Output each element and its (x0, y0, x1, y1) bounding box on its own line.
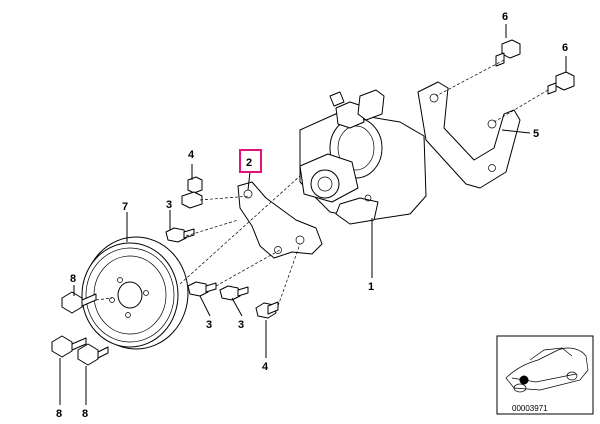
callout-8-right[interactable]: 8 (82, 408, 88, 420)
callout-8-left[interactable]: 8 (56, 408, 62, 420)
callout-4-upper[interactable]: 4 (188, 149, 195, 161)
location-marker-icon (519, 375, 529, 385)
bracket-2[interactable] (237, 181, 323, 259)
bolt-8-left[interactable] (51, 335, 87, 358)
callout-3-upper[interactable]: 3 (166, 199, 172, 211)
callout-2-highlight (239, 149, 262, 173)
callout-8-top[interactable]: 8 (70, 273, 76, 285)
power-steering-pump[interactable] (299, 89, 427, 225)
callout-3-lower-left[interactable]: 3 (206, 319, 212, 331)
bolt-4-upper[interactable] (181, 176, 203, 209)
inset-part-number: 00003971 (512, 404, 548, 413)
bolt-4-lower[interactable] (255, 301, 279, 319)
screw-3-lower-right[interactable] (219, 285, 249, 301)
vehicle-inset: 00003971 (496, 335, 594, 415)
bolt-8-right[interactable] (77, 343, 109, 366)
callout-5[interactable]: 5 (533, 128, 539, 140)
callout-6-lower[interactable]: 6 (562, 42, 568, 54)
callout-2[interactable]: 2 (246, 157, 252, 169)
bolt-6-lower[interactable] (547, 71, 575, 95)
screw-3-upper[interactable] (165, 227, 195, 243)
callout-1[interactable]: 1 (368, 281, 374, 293)
support-bracket-5[interactable] (417, 81, 521, 189)
callout-3-lower-right[interactable]: 3 (238, 319, 244, 331)
bolt-6-upper[interactable] (495, 39, 521, 67)
screw-3-lower-left[interactable] (187, 281, 217, 297)
pulley[interactable] (81, 236, 189, 350)
leader-lines (59, 24, 567, 405)
callout-4-lower[interactable]: 4 (262, 361, 269, 373)
callout-6-upper[interactable]: 6 (502, 11, 508, 23)
callout-7[interactable]: 7 (122, 201, 128, 213)
